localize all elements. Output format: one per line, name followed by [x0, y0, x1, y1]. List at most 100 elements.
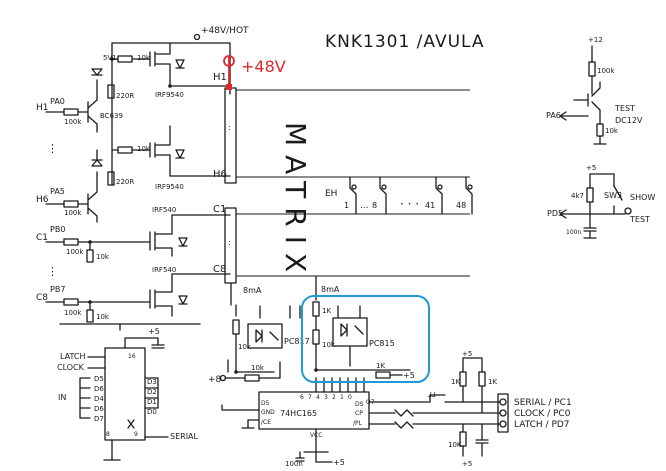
svg-text:10k: 10k [251, 364, 265, 372]
svg-text:100k: 100k [64, 118, 82, 126]
svg-text:7: 7 [308, 394, 312, 401]
svg-text:1K: 1K [451, 378, 460, 386]
matrix-label: MATRIX [279, 122, 312, 281]
svg-text:100k: 100k [64, 209, 82, 217]
svg-text:IRF540: IRF540 [152, 266, 176, 274]
test-dc12v-circuit: +12 100k 10k PA6 TEST DC12V [546, 36, 643, 145]
svg-text::: : [228, 123, 231, 132]
svg-text:D2: D2 [147, 388, 157, 396]
svg-text:SERIAL / PC1: SERIAL / PC1 [514, 398, 572, 408]
svg-text:SHOW: SHOW [630, 193, 655, 202]
svg-text:PB0: PB0 [50, 225, 65, 234]
svg-text:...: ... [360, 201, 369, 211]
svg-text:D0: D0 [147, 408, 157, 416]
high-side-driver-1: H1 PA0 100k BC639 5V1 220R 10k IRF9540 [36, 42, 231, 133]
v48-label: +48V [241, 57, 286, 76]
svg-text:+5: +5 [462, 460, 472, 468]
svg-text:SERIAL: SERIAL [170, 432, 199, 441]
svg-text:PA0: PA0 [50, 97, 65, 106]
svg-text:PA5: PA5 [50, 187, 65, 196]
svg-text:D3: D3 [147, 378, 157, 386]
svg-text:PB7: PB7 [50, 285, 65, 294]
svg-text:PD5: PD5 [547, 209, 563, 218]
svg-text:C1: C1 [36, 233, 48, 243]
svg-text:74HC165: 74HC165 [280, 409, 317, 418]
svg-text:10k: 10k [137, 145, 151, 153]
svg-text:220R: 220R [116, 178, 134, 186]
svg-text:10K: 10K [448, 441, 462, 449]
svg-text:+12: +12 [588, 36, 603, 44]
svg-text:1K: 1K [322, 307, 331, 315]
svg-text:3: 3 [324, 394, 328, 401]
svg-text:H1: H1 [36, 103, 49, 113]
svg-text:+8: +8 [208, 375, 222, 385]
svg-text:IRF540: IRF540 [152, 206, 176, 214]
svg-text:C1: C1 [213, 204, 226, 215]
switch-contacts: EH 1 8 41 48 · · · ... [325, 176, 473, 215]
svg-text:PC817: PC817 [284, 337, 310, 346]
svg-text:⋮: ⋮ [47, 142, 58, 155]
svg-text:H6: H6 [36, 195, 49, 205]
svg-text:PC815: PC815 [369, 339, 395, 348]
chip-74hc165: 74HC165 D5 GND /CE 6 7 4 3 2 1 0 DS CP /… [221, 391, 501, 468]
svg-text:CLOCK / PC0: CLOCK / PC0 [514, 409, 571, 419]
svg-text:100k: 100k [64, 309, 82, 317]
svg-text:D7: D7 [94, 415, 104, 423]
svg-text:D1: D1 [147, 398, 157, 406]
svg-text:0: 0 [348, 394, 352, 401]
svg-text:48: 48 [456, 201, 466, 210]
svg-text:DS: DS [355, 401, 364, 408]
svg-text:1: 1 [344, 201, 349, 210]
svg-text:5V1: 5V1 [103, 54, 117, 62]
high-side-driver-6: H6 PA5 100k 220R 10k IRF9540 [36, 124, 231, 223]
svg-text:1K: 1K [376, 362, 385, 370]
svg-text:SW3: SW3 [604, 191, 622, 200]
svg-text:10k: 10k [96, 253, 110, 261]
svg-text:/CE: /CE [261, 419, 271, 426]
svg-text:· · ·: · · · [400, 197, 419, 211]
svg-text:D6: D6 [94, 405, 104, 413]
svg-text:/PL: /PL [353, 420, 363, 427]
svg-text:10k: 10k [605, 127, 619, 135]
junctions [88, 57, 318, 374]
svg-text:9: 9 [134, 431, 138, 438]
svg-text:8mA: 8mA [243, 286, 262, 295]
svg-text:LATCH: LATCH [60, 352, 86, 361]
svg-text:10k: 10k [238, 343, 252, 351]
svg-text:C8: C8 [213, 264, 226, 275]
svg-text:100n: 100n [285, 460, 303, 468]
svg-text:D4: D4 [94, 395, 104, 403]
svg-text:10k: 10k [322, 341, 336, 349]
svg-text:⋮: ⋮ [47, 265, 58, 278]
svg-text:GND: GND [261, 409, 275, 416]
svg-text:4: 4 [316, 394, 320, 401]
svg-text:DC12V: DC12V [615, 116, 643, 125]
svg-text:10k: 10k [96, 313, 110, 321]
svg-text:41: 41 [425, 201, 435, 210]
serial-connector: SERIAL / PC1 CLOCK / PC0 LATCH / PD7 1K … [448, 350, 572, 468]
svg-text:6: 6 [300, 394, 304, 401]
svg-text:2: 2 [332, 394, 336, 401]
svg-text:H6: H6 [213, 169, 227, 180]
svg-text:220R: 220R [116, 92, 134, 100]
svg-text:D5: D5 [261, 400, 270, 407]
svg-text:8: 8 [106, 431, 110, 438]
svg-text:TEST: TEST [629, 215, 650, 224]
opto-highlight [301, 295, 430, 383]
svg-text:EH: EH [325, 189, 337, 199]
svg-text:8: 8 [372, 201, 377, 210]
svg-text:H1: H1 [213, 72, 227, 83]
svg-text:CLOCK: CLOCK [57, 363, 85, 372]
svg-text:IRF9540: IRF9540 [155, 183, 184, 191]
show-test-circuit: +5 4k7 SW3 SHOW TEST PD5 100n [547, 164, 655, 239]
svg-text:8mA: 8mA [321, 285, 340, 294]
schematic-title: KNK1301 /AVULA [325, 32, 485, 52]
matrix-block: : : H1 H6 C1 C8 MATRIX [213, 72, 470, 284]
svg-text:IN: IN [58, 393, 66, 402]
svg-text:100k: 100k [66, 248, 84, 256]
svg-text:⅃⅃: ⅃⅃ [427, 391, 436, 399]
svg-text:+5: +5 [333, 458, 345, 467]
current-sense-right: 8mA 1K 10k PC815 1K +5 [312, 275, 415, 393]
svg-text:1K: 1K [488, 378, 497, 386]
